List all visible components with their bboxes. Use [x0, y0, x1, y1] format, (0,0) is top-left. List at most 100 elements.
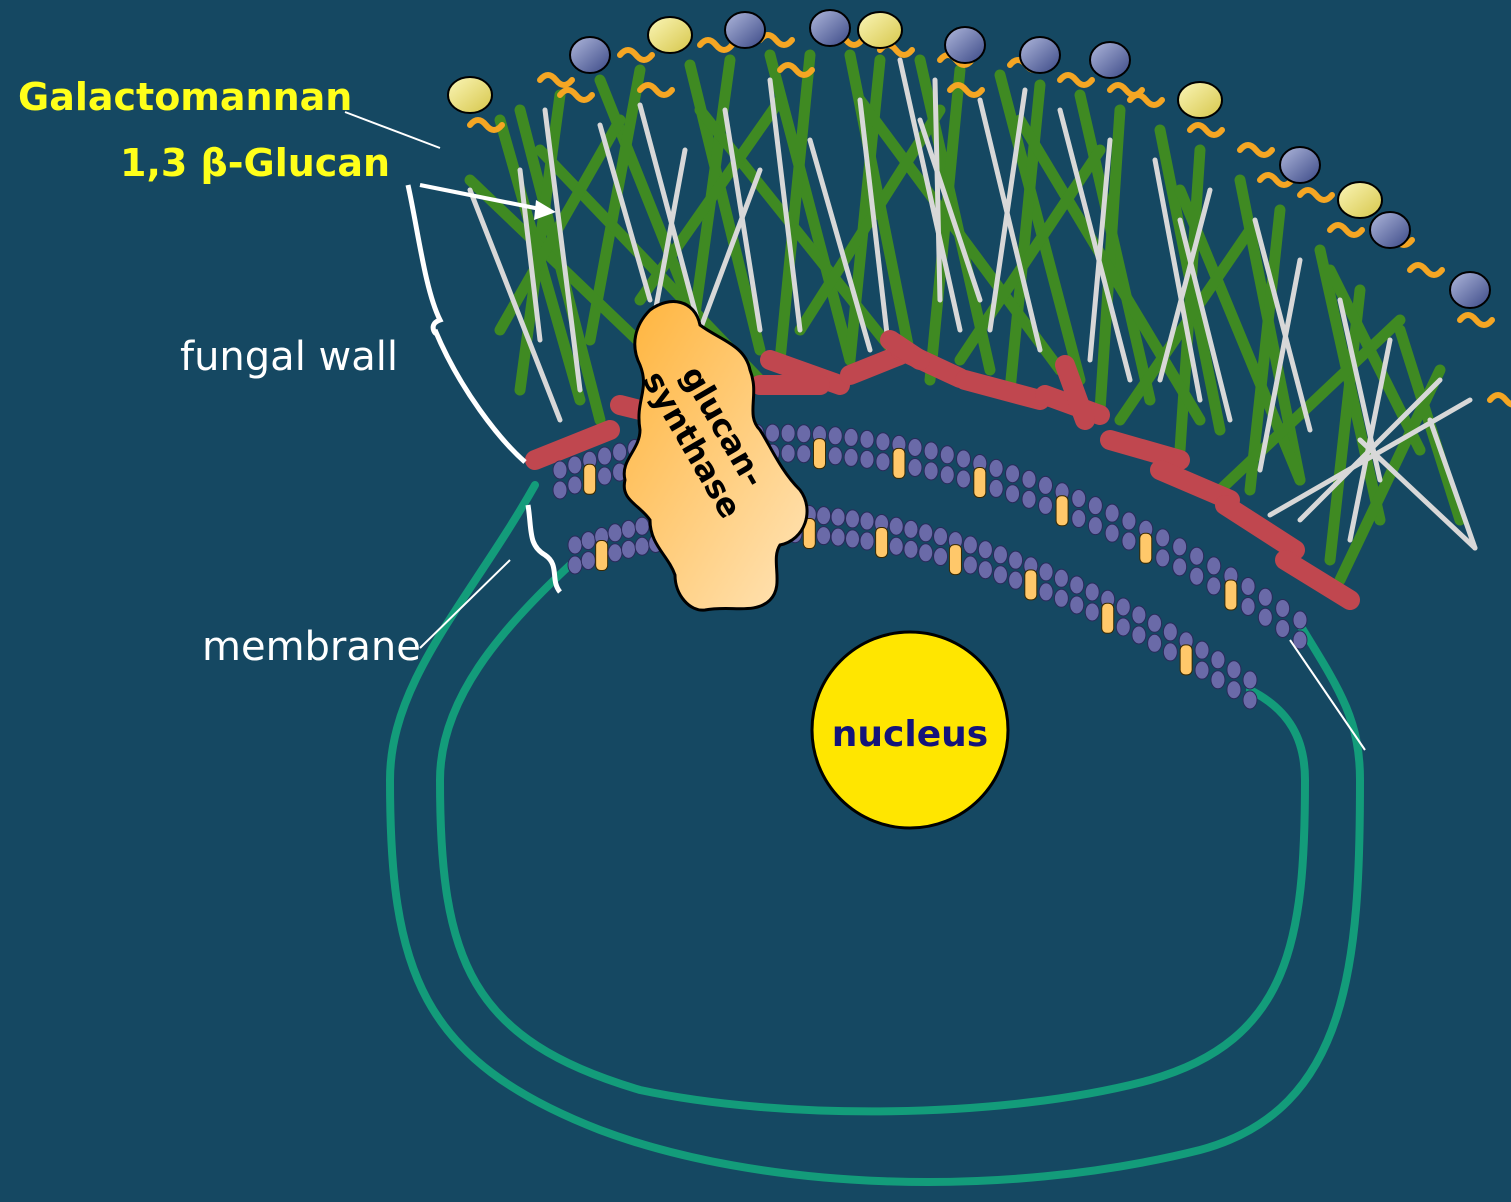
lipid-head — [924, 462, 938, 480]
lipid-head — [846, 510, 860, 528]
lipid-head — [608, 524, 622, 542]
galactomannan-blob — [725, 12, 765, 48]
lipid-head — [831, 528, 845, 546]
galactomannan-curl — [1490, 395, 1511, 405]
galactomannan-blob — [570, 37, 610, 73]
lipid-head — [797, 425, 811, 443]
lipid-head — [1190, 567, 1204, 585]
lipid-head — [989, 459, 1003, 477]
lipid-head — [978, 561, 992, 579]
galactomannan-curl — [1300, 190, 1332, 200]
lipid-head — [919, 524, 933, 542]
lipid-head — [1276, 599, 1290, 617]
lipid-head — [1258, 588, 1272, 606]
lipid-head — [1039, 496, 1053, 514]
galactomannan-blob — [1370, 212, 1410, 248]
lipid-head — [1243, 671, 1257, 689]
lipid-head — [568, 456, 582, 474]
galactomannan-curl — [620, 50, 652, 60]
galactomannan-curl — [1060, 75, 1092, 85]
lipid-head — [1207, 557, 1221, 575]
galactomannan-blob — [945, 27, 985, 63]
nucleus-label: nucleus — [832, 714, 988, 755]
mannoprotein — [1110, 440, 1180, 460]
galactomannan-label: Galactomannan — [18, 75, 352, 119]
lipid-head — [1241, 597, 1255, 615]
galactomannan-blob — [1338, 182, 1382, 218]
lipid-head — [1276, 619, 1290, 637]
lipid-head — [889, 537, 903, 555]
lipid-head — [876, 453, 890, 471]
lipid-head — [1070, 576, 1084, 594]
lipid-head — [1039, 563, 1053, 581]
membrane-protein — [876, 527, 888, 557]
membrane-leader — [420, 560, 510, 648]
lipid-head — [1293, 611, 1307, 629]
lipid-head — [1195, 641, 1209, 659]
lipid-head — [963, 556, 977, 574]
lipid-head — [1122, 532, 1136, 550]
lipid-head — [568, 476, 582, 494]
lipid-head — [1258, 608, 1272, 626]
lipid-head — [635, 537, 649, 555]
membrane-label: membrane — [202, 624, 421, 670]
lipid-head — [860, 430, 874, 448]
lipid-head — [1105, 524, 1119, 542]
fungal-wall-label: fungal wall — [180, 334, 398, 380]
lipid-head — [1163, 643, 1177, 661]
lipid-head — [957, 450, 971, 468]
lipid-head — [908, 439, 922, 457]
lipid-head — [581, 532, 595, 550]
wall-fibers — [470, 55, 1475, 580]
lipid-head — [598, 447, 612, 465]
lipid-head — [1243, 691, 1257, 709]
galactomannan-blob — [1280, 147, 1320, 183]
lipid-head — [781, 444, 795, 462]
lipid-head — [1211, 671, 1225, 689]
lipid-head — [1122, 512, 1136, 530]
membrane-protein — [949, 545, 961, 575]
lipid-head — [1132, 606, 1146, 624]
lipid-head — [608, 544, 622, 562]
lipid-head — [1163, 623, 1177, 641]
membrane-brace — [528, 505, 560, 592]
lipid-head — [1085, 583, 1099, 601]
lipid-head — [934, 528, 948, 546]
lipid-head — [978, 541, 992, 559]
lipid-head — [1054, 569, 1068, 587]
lipid-head — [1006, 465, 1020, 483]
lipid-head — [908, 459, 922, 477]
membrane-protein — [1025, 570, 1037, 600]
galactomannan-blob — [810, 10, 850, 46]
galactomannan-blob — [1178, 82, 1222, 118]
membrane-protein — [1102, 603, 1114, 633]
galactomannan-blob — [648, 17, 692, 53]
galactomannan-curl — [1130, 95, 1162, 105]
mannoprotein — [965, 380, 1040, 400]
galactomannan-curl — [540, 75, 572, 85]
lipid-head — [844, 428, 858, 446]
galactomannan-curl — [1410, 265, 1442, 275]
lipid-head — [1241, 577, 1255, 595]
lipid-head — [1211, 651, 1225, 669]
lipid-head — [817, 507, 831, 525]
membrane-protein — [584, 464, 596, 494]
galactomannan-curl — [640, 85, 672, 95]
lipid-head — [1116, 598, 1130, 616]
lipid-head — [1039, 583, 1053, 601]
lipid-head — [828, 447, 842, 465]
lipid-head — [1085, 603, 1099, 621]
lipid-head — [860, 450, 874, 468]
lipid-head — [876, 433, 890, 451]
lipid-head — [797, 445, 811, 463]
galactomannan-curl — [1240, 145, 1272, 155]
lipid-head — [1190, 547, 1204, 565]
lipid-head — [781, 424, 795, 442]
galactomannan-curl — [1330, 225, 1362, 235]
lipid-head — [1088, 497, 1102, 515]
lipid-head — [860, 532, 874, 550]
lipid-head — [963, 536, 977, 554]
lipid-head — [989, 479, 1003, 497]
glucan-label: 1,3 β-Glucan — [120, 141, 390, 185]
membrane-protein — [1140, 533, 1152, 563]
